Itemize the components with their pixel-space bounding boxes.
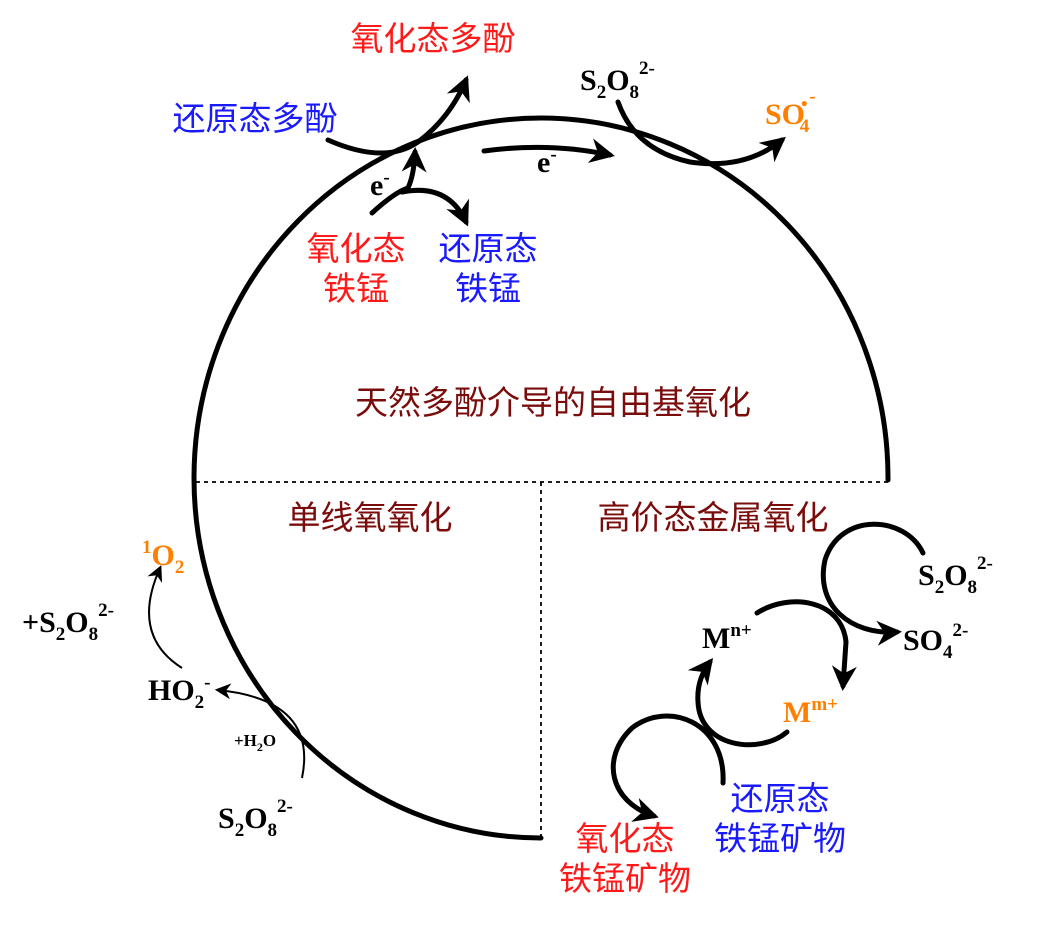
reduced-mineral-label: 还原态铁锰矿物 xyxy=(714,779,846,858)
metal-n-to-m-arrow xyxy=(754,599,857,691)
singlet-oxygen-label: 1O2 xyxy=(142,537,184,578)
hydroperoxide-label: HO2- xyxy=(148,672,211,713)
oxidized-femn-label: 氧化态铁锰 xyxy=(307,229,406,308)
sulfate-radical-label: SO•4- xyxy=(765,86,816,137)
electron-label-2: e- xyxy=(537,144,557,179)
persulfate-top-label: S2O82- xyxy=(580,58,655,103)
high-valent-metal-oxidation-title: 高价态金属氧化 xyxy=(598,498,829,537)
reduced-polyphenol-label: 还原态多酚 xyxy=(173,99,338,138)
radical-oxidation-title: 天然多酚介导的自由基氧化 xyxy=(355,383,751,422)
mineral-oxidation-loop xyxy=(610,713,726,822)
plus-water-label: +H2O xyxy=(234,731,276,754)
hydrolysis-arrow xyxy=(214,683,306,779)
femn-reduction-arrow xyxy=(399,187,469,227)
oxidized-mineral-label: 氧化态铁锰矿物 xyxy=(559,819,691,898)
persulfate-right-label: S2O82- xyxy=(918,553,993,598)
oxidized-polyphenol-label: 氧化态多酚 xyxy=(351,19,516,58)
electron-label-1: e- xyxy=(370,167,390,202)
polyphenol-oxidation-arrow xyxy=(325,75,470,156)
metal-n-label: Mn+ xyxy=(702,620,752,655)
electron-transfer-arrow-up xyxy=(369,147,427,216)
singlet-oxygen-arrow xyxy=(147,565,183,669)
plus-persulfate-label: +S2O82- xyxy=(22,600,114,645)
electron-flow-arrow xyxy=(481,138,615,163)
metal-m-to-n-arrow xyxy=(687,658,790,748)
persulfate-left-label: S2O82- xyxy=(218,796,293,841)
persulfate-to-sulfate-loop xyxy=(820,521,926,646)
metal-m-label: Mm+ xyxy=(783,694,838,729)
sulfate-label: SO42- xyxy=(903,620,968,663)
persulfate-activation-arrow xyxy=(615,99,786,167)
reduced-femn-label: 还原态铁锰 xyxy=(439,229,538,308)
singlet-oxygen-oxidation-title: 单线氧氧化 xyxy=(288,498,453,537)
